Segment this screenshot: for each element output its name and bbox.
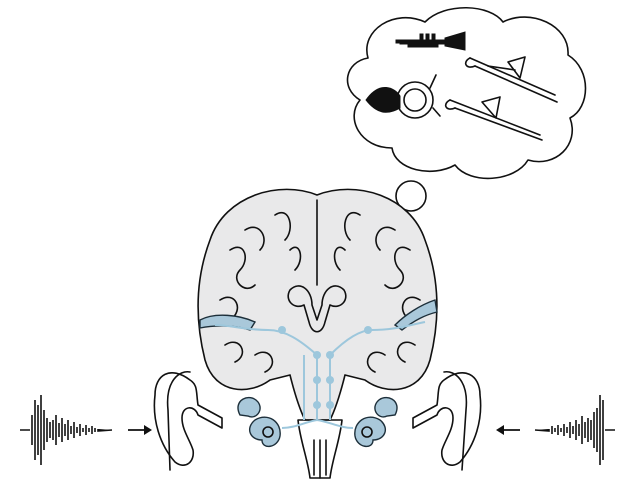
right-sound-waveform — [535, 395, 615, 465]
brainstem — [298, 420, 342, 478]
left-ear — [154, 373, 222, 465]
trombone-icon — [466, 57, 557, 102]
left-cochlea — [238, 398, 280, 447]
french-horn-icon — [366, 75, 440, 118]
left-arrow — [128, 425, 152, 435]
trumpet-icon — [396, 32, 465, 50]
trombone-icon-2 — [446, 97, 542, 140]
right-arrow — [496, 425, 520, 435]
left-sound-waveform — [20, 395, 112, 465]
right-cochlea — [355, 398, 397, 447]
right-ear — [413, 373, 481, 465]
